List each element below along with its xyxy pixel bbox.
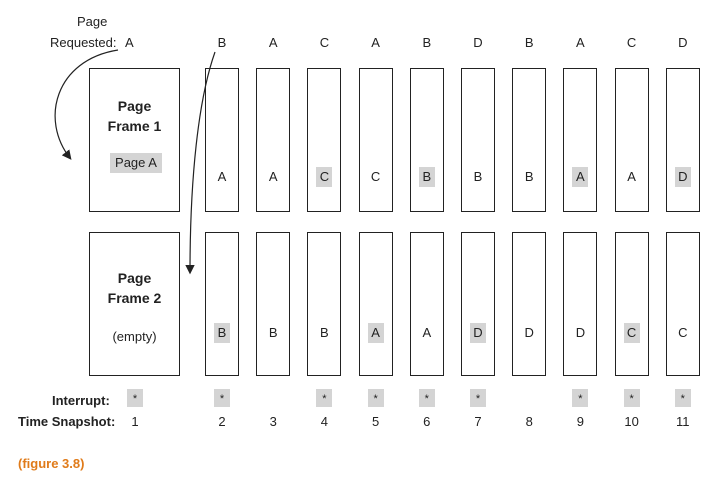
first-request-label: A xyxy=(125,35,134,50)
request-a-to-frame1-arrow xyxy=(54,49,119,160)
page-cell: A xyxy=(572,167,589,187)
frame1-snapshot-box: B xyxy=(512,68,547,212)
request-letter: C xyxy=(626,35,637,50)
page-frame-2-box: Page Frame 2 (empty) xyxy=(89,232,180,376)
page-cell: B xyxy=(524,169,534,184)
frame2-snapshot-box: D xyxy=(461,232,495,376)
request-letter: B xyxy=(422,35,432,50)
frame2-snapshot-box: C xyxy=(614,232,649,376)
page-cell: A xyxy=(268,169,278,184)
request-letter: B xyxy=(524,35,534,50)
interrupt-mark: * xyxy=(367,389,384,407)
page-cell: B xyxy=(418,167,435,187)
interrupt-mark: * xyxy=(572,389,589,407)
request-letter: C xyxy=(319,35,330,50)
page-cell: B xyxy=(320,325,329,340)
frame-1-initial-content: Page A xyxy=(110,153,162,173)
frame1-snapshot-box: D xyxy=(665,68,700,212)
frame1-snapshot-box: A xyxy=(256,68,291,212)
figure-caption: (figure 3.8) xyxy=(18,456,85,471)
time-snapshot-value: 1 xyxy=(131,414,139,429)
page-cell: D xyxy=(575,325,586,340)
frame2-snapshot-box: B xyxy=(256,232,291,376)
page-cell: A xyxy=(627,169,636,184)
request-letter: D xyxy=(678,35,688,50)
page-word-label: Page xyxy=(77,14,108,29)
frame1-snapshot-box: A xyxy=(205,68,239,212)
request-letter: D xyxy=(473,35,483,50)
frame-1-title-line2: Frame 1 xyxy=(107,118,162,134)
interrupt-label: Interrupt: xyxy=(52,393,110,408)
frame1-snapshot-box: A xyxy=(614,68,649,212)
frame1-snapshot-box: B xyxy=(461,68,495,212)
frame-1-title-line1: Page xyxy=(117,98,152,114)
frame1-snapshot-box: A xyxy=(563,68,598,212)
time-snapshot-label: Time Snapshot: xyxy=(18,414,116,429)
interrupt-mark: * xyxy=(418,389,435,407)
frame2-snapshot-box: A xyxy=(358,232,393,376)
interrupt-mark: * xyxy=(127,389,143,407)
time-snapshot-value: 9 xyxy=(576,414,584,429)
frame1-snapshot-box: B xyxy=(409,68,444,212)
frame2-snapshot-box: A xyxy=(409,232,444,376)
page-cell: A xyxy=(422,325,432,340)
frame2-snapshot-box: B xyxy=(307,232,342,376)
page-frame-1-box: Page Frame 1 Page A xyxy=(89,68,180,212)
page-cell: B xyxy=(473,169,483,184)
time-snapshot-value: 3 xyxy=(269,414,277,429)
request-letter: B xyxy=(217,35,227,50)
page-cell: A xyxy=(367,323,384,343)
interrupt-mark: * xyxy=(623,389,640,407)
time-snapshot-value: 4 xyxy=(320,414,328,429)
page-cell: A xyxy=(217,169,227,184)
page-cell: C xyxy=(370,169,381,184)
requested-label: Requested: xyxy=(50,35,117,50)
page-cell: C xyxy=(316,167,333,187)
time-snapshot-value: 5 xyxy=(371,414,380,429)
time-snapshot-value: 11 xyxy=(676,414,690,429)
frame1-snapshot-box: C xyxy=(358,68,393,212)
request-letter: A xyxy=(371,35,380,50)
frame1-snapshot-box: C xyxy=(307,68,342,212)
interrupt-mark: * xyxy=(214,389,230,407)
page-cell: C xyxy=(678,325,688,340)
request-letter: A xyxy=(268,35,278,50)
frame2-snapshot-box: D xyxy=(563,232,598,376)
interrupt-mark: * xyxy=(316,389,333,407)
time-snapshot-value: 7 xyxy=(474,414,482,429)
frame2-snapshot-box: D xyxy=(512,232,547,376)
time-snapshot-value: 6 xyxy=(423,414,431,429)
frame-2-initial-content: (empty) xyxy=(112,329,157,344)
time-snapshot-value: 2 xyxy=(218,414,226,429)
interrupt-mark: * xyxy=(674,389,691,407)
frame-2-title-line1: Page xyxy=(117,270,152,286)
interrupt-mark: * xyxy=(470,389,486,407)
time-snapshot-value: 8 xyxy=(525,414,533,429)
frame2-snapshot-box: C xyxy=(665,232,700,376)
page-cell: C xyxy=(623,323,640,343)
request-letter: A xyxy=(576,35,585,50)
time-snapshot-value: 10 xyxy=(624,414,639,429)
page-cell: D xyxy=(470,323,486,343)
frame-2-title-line2: Frame 2 xyxy=(107,290,162,306)
page-cell: D xyxy=(524,325,534,340)
page-cell: B xyxy=(268,325,278,340)
frame2-snapshot-box: B xyxy=(205,232,239,376)
page-cell: D xyxy=(674,167,691,187)
page-cell: B xyxy=(214,323,230,343)
request-b-to-frame2-arrow xyxy=(185,51,216,275)
